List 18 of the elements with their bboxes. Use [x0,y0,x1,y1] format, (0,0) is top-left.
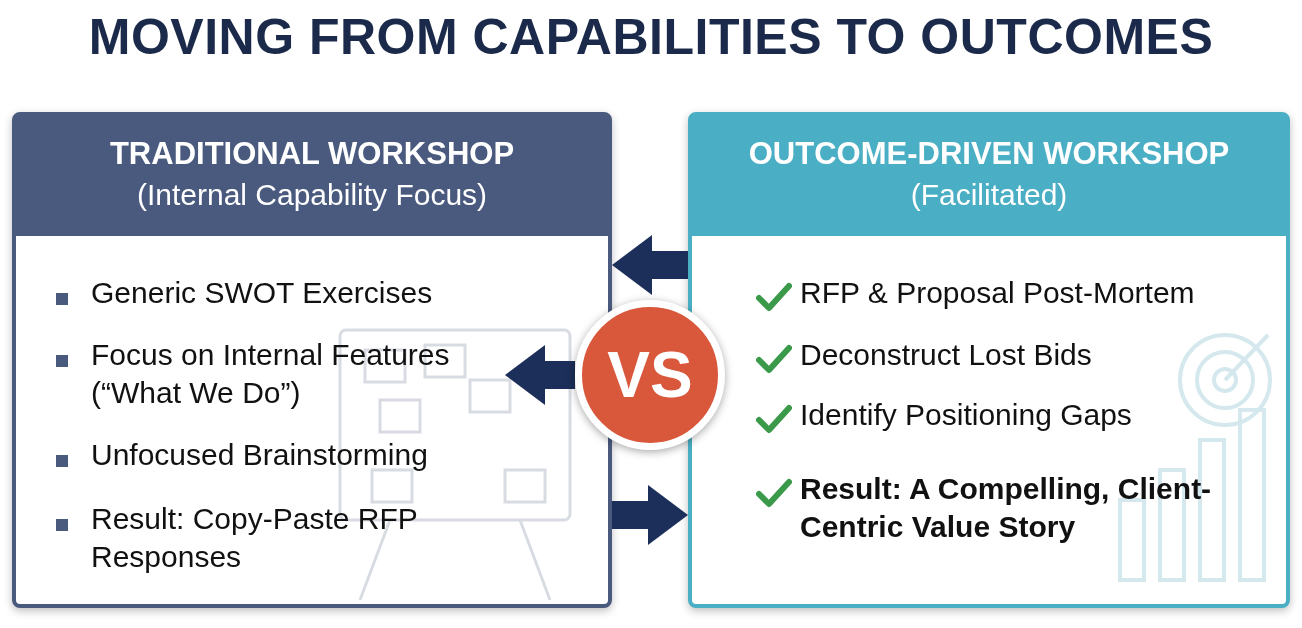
panel-subheading: (Internal Capability Focus) [135,178,489,212]
list-item-text: Focus on Internal Features (“What We Do”) [91,337,451,411]
panel-heading: TRADITIONAL WORKSHOP [108,136,516,172]
arrow [612,485,688,545]
list-item-text: Unfocused Brainstorming [91,437,429,473]
list-item-text: Result: A Compelling, Client-Centric Value Story [800,471,1213,545]
comparison-panel [688,112,1290,608]
list-item-text: Deconstruct Lost Bids [800,337,1093,373]
panel-subheading: (Facilitated) [909,178,1069,212]
panel-heading: OUTCOME-DRIVEN WORKSHOP [747,136,1231,172]
title: MOVING FROM CAPABILITIES TO OUTCOMES [87,8,1215,66]
list-item-text: Identify Positioning Gaps [800,397,1133,433]
list-item-text: RFP & Proposal Post-Mortem [800,275,1196,311]
list-item-text: Result: Copy-Paste RFP Responses [91,501,419,575]
arrow [505,345,575,405]
vs-text: VS [607,338,693,412]
arrow [612,235,688,295]
list-item-text: Generic SWOT Exercises [91,275,434,311]
